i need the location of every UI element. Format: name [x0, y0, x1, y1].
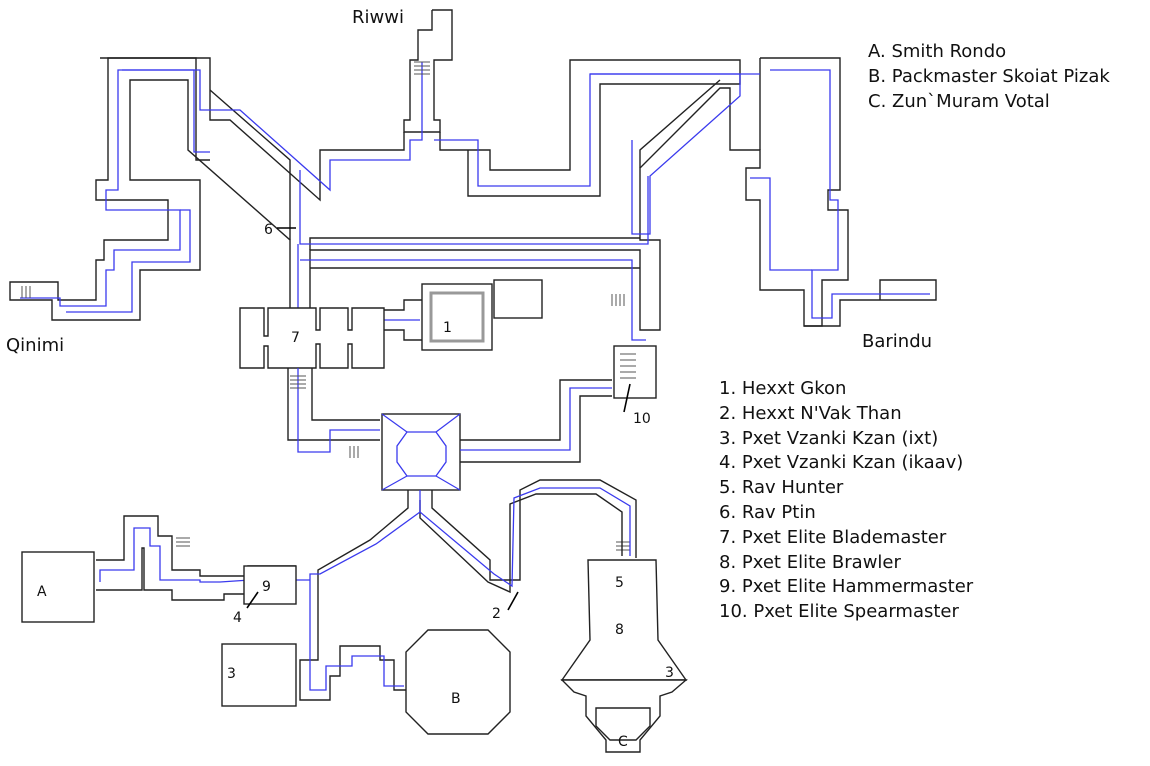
- mob-legend-item: 2. Hexxt N'Vak Than: [719, 402, 902, 424]
- upper-corridor-walls: [9, 9, 937, 331]
- npc-legend-item: A. Smith Rondo: [868, 41, 1007, 62]
- mob-legend-item: 1. Hexxt Gkon: [719, 378, 847, 399]
- lower-complex: [21, 479, 688, 753]
- marker-1: 1: [443, 320, 452, 336]
- marker-3-east: 3: [665, 665, 674, 681]
- room-brawler: [560, 559, 688, 681]
- marker-c: C: [618, 734, 628, 750]
- zone-barindu-label: Barindu: [862, 331, 932, 352]
- marker-10: 10: [633, 411, 651, 427]
- zone-riwwi-label: Riwwi: [352, 7, 404, 28]
- room-packmaster: [405, 629, 511, 735]
- stairs: [21, 61, 636, 551]
- npc-legend-item: B. Packmaster Skoiat Pizak: [868, 65, 1110, 87]
- marker-8: 8: [615, 622, 624, 638]
- marker-3-west: 3: [227, 666, 236, 682]
- marker-a: A: [37, 584, 47, 600]
- marker-ticks: [246, 227, 631, 611]
- mob-legend-item: 6. Rav Ptin: [719, 501, 816, 523]
- room-hammermaster: [243, 565, 297, 605]
- marker-5: 5: [615, 575, 624, 591]
- mob-legend: 1. Hexxt Gkon 2. Hexxt N'Vak Than 3. Pxe…: [719, 377, 973, 625]
- marker-6: 6: [264, 222, 273, 238]
- room-smith-rondo: [21, 551, 95, 623]
- mob-legend-item: 9. Pxet Elite Hammermaster: [719, 576, 974, 598]
- mob-legend-item: 8. Pxet Elite Brawler: [719, 551, 901, 573]
- room-ixt-west: [221, 643, 297, 707]
- npc-legend: A. Smith Rondo B. Packmaster Skoiat Piza…: [868, 40, 1110, 114]
- marker-7: 7: [291, 330, 300, 346]
- room-blademaster: [239, 307, 385, 369]
- central-chamber: [381, 413, 461, 491]
- mob-legend-item: 4. Pxet Vzanki Kzan (ikaav): [719, 452, 964, 474]
- mob-legend-item: 3. Pxet Vzanki Kzan (ixt): [719, 427, 939, 449]
- marker-b: B: [451, 691, 461, 707]
- marker-4: 4: [233, 610, 242, 626]
- upper-path: [20, 62, 930, 341]
- npc-legend-item: C. Zun`Muram Votal: [868, 90, 1050, 112]
- middle-section: [239, 279, 657, 491]
- mob-legend-item: 5. Rav Hunter: [719, 477, 844, 499]
- room-hexxt-gkon: [421, 283, 493, 351]
- marker-9: 9: [262, 579, 271, 595]
- marker-2: 2: [492, 606, 501, 622]
- zone-qinimi-label: Qinimi: [6, 335, 64, 356]
- mob-legend-item: 10. Pxet Elite Spearmaster: [719, 601, 959, 623]
- mob-legend-item: 7. Pxet Elite Blademaster: [719, 526, 947, 548]
